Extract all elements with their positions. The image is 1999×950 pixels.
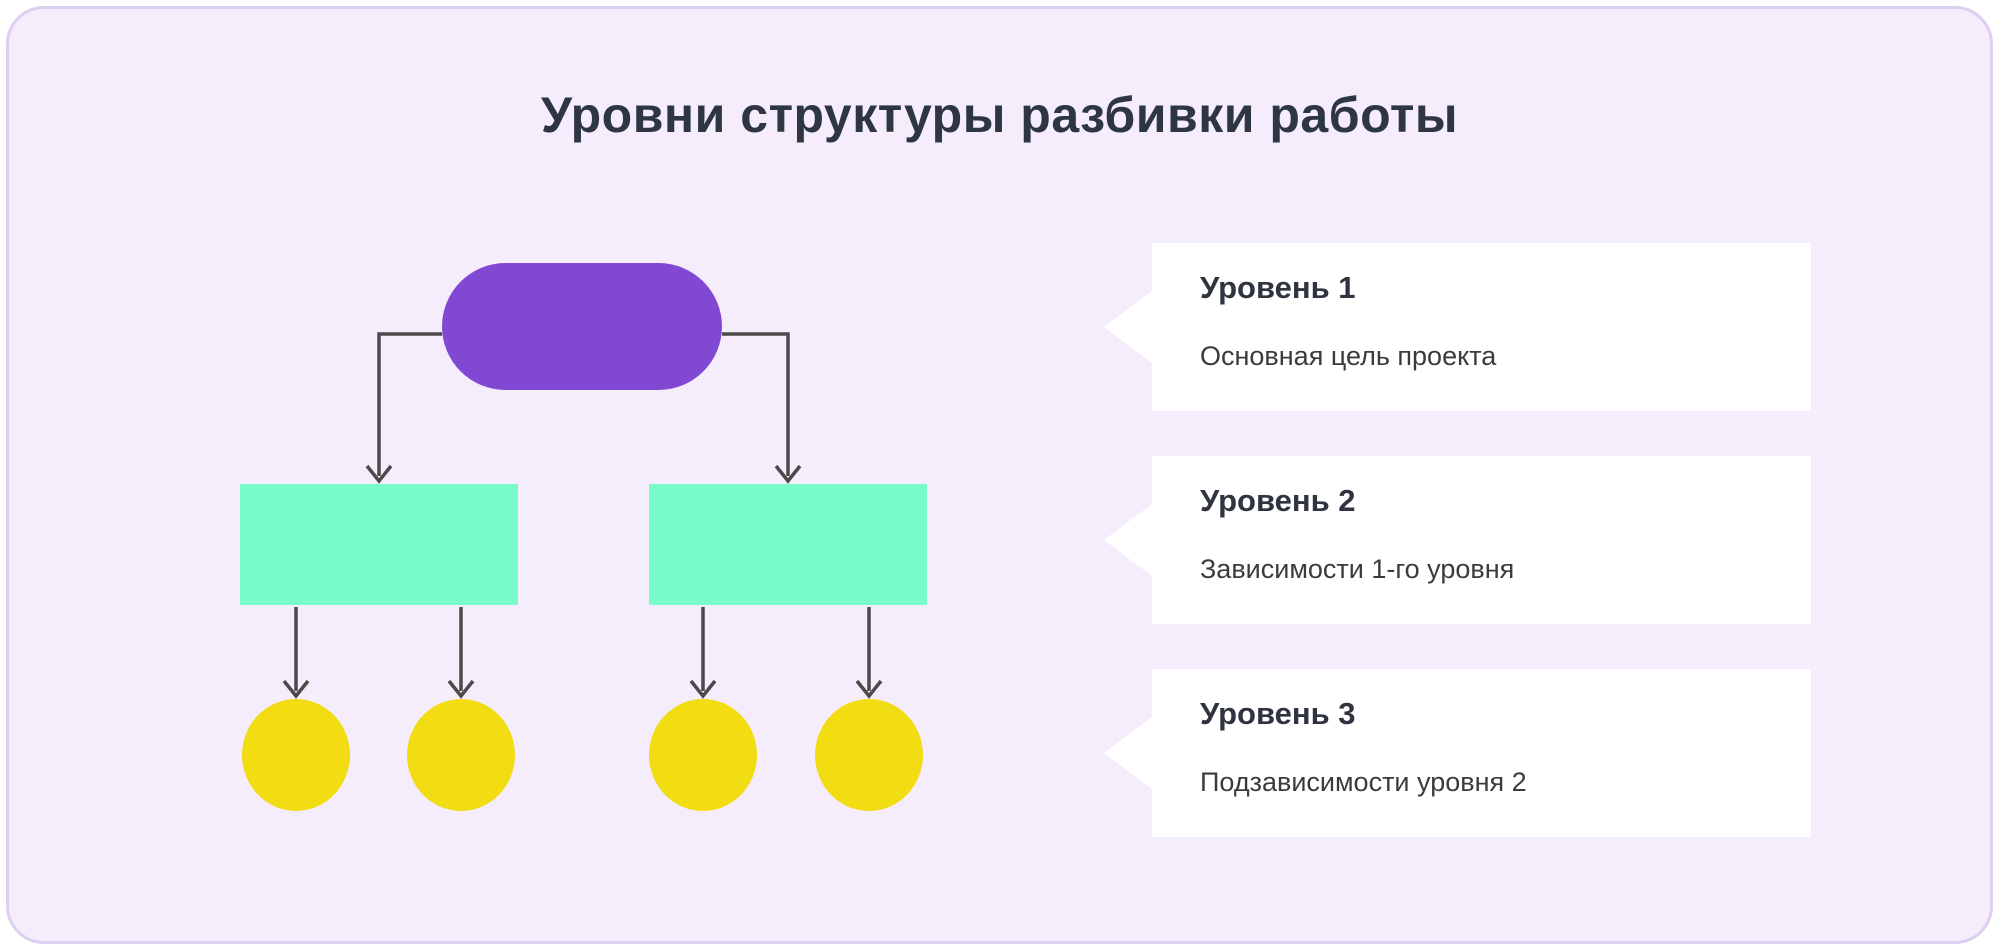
card-pointer-icon <box>1104 717 1152 789</box>
page-title: Уровни структуры разбивки работы <box>540 87 1459 143</box>
legend-card-level-2: Уровень 2 Зависимости 1-го уровня <box>1104 456 1811 624</box>
connector-root-to-left-branch <box>377 332 442 476</box>
connector-root-to-right-branch <box>722 332 790 476</box>
arrowhead-left-branch-icon <box>365 464 393 484</box>
arrowhead-leaf-1-icon <box>282 679 310 699</box>
card-level-2-description: Зависимости 1-го уровня <box>1200 554 1515 584</box>
legend-card-level-3: Уровень 3 Подзависимости уровня 2 <box>1104 669 1811 837</box>
card-pointer-icon <box>1104 504 1152 576</box>
card-level-3-title: Уровень 3 <box>1200 696 1356 731</box>
arrowhead-leaf-3-icon <box>689 679 717 699</box>
leaf-node-3 <box>649 699 757 811</box>
card-pointer-icon <box>1104 291 1152 363</box>
leaf-node-4 <box>815 699 923 811</box>
card-level-1-title: Уровень 1 <box>1200 270 1356 305</box>
arrowhead-right-branch-icon <box>774 464 802 484</box>
card-level-1-description: Основная цель проекта <box>1200 341 1497 371</box>
legend-card-level-1: Уровень 1 Основная цель проекта <box>1104 243 1811 411</box>
leaf-node-1 <box>242 699 350 811</box>
arrowhead-leaf-2-icon <box>447 679 475 699</box>
branch-node-left <box>240 484 518 605</box>
root-node-pill <box>442 263 722 390</box>
card-level-3-description: Подзависимости уровня 2 <box>1200 767 1527 797</box>
branch-node-right <box>649 484 927 605</box>
card-level-2-title: Уровень 2 <box>1200 483 1356 518</box>
arrowhead-leaf-4-icon <box>855 679 883 699</box>
leaf-node-2 <box>407 699 515 811</box>
